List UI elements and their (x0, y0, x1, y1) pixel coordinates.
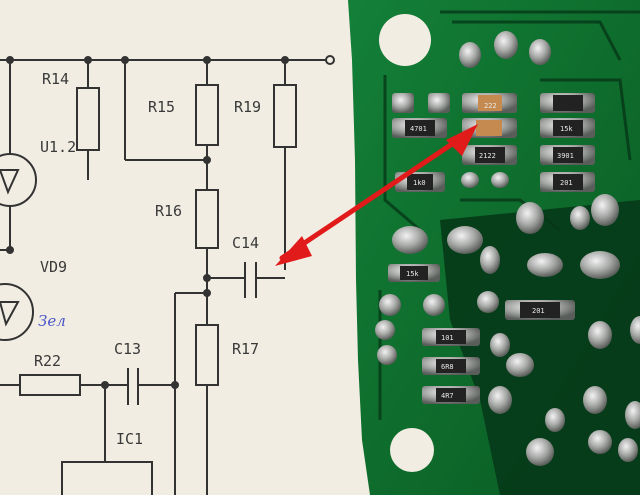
smd-code: 4701 (410, 125, 427, 133)
label-r17: R17 (232, 340, 259, 358)
schematic-labels: R14 R15 R19 U1.2 R16 C14 VD9 Зел R17 C13… (34, 70, 261, 448)
label-vd9: VD9 (40, 258, 67, 276)
label-r19: R19 (234, 98, 261, 116)
smd-code: 201 (532, 307, 545, 315)
label-ic1: IC1 (116, 430, 143, 448)
handwritten-note: Зел (38, 312, 66, 330)
schematic-paper (0, 55, 335, 495)
diode-glyphs (0, 169, 20, 327)
label-c14: C14 (232, 234, 259, 252)
label-r14: R14 (42, 70, 69, 88)
smd-code: 1k0 (413, 179, 426, 187)
smd-code: 201 (560, 179, 573, 187)
label-u1: U1.2 (40, 138, 76, 156)
mount-hole-bottom (390, 428, 434, 472)
label-r16: R16 (155, 202, 182, 220)
label-r15: R15 (148, 98, 175, 116)
label-r22: R22 (34, 352, 61, 370)
smd-code: 101 (441, 334, 454, 342)
smd-code: 2122 (479, 152, 496, 160)
smd-code: 4R7 (441, 392, 454, 400)
red-double-arrow (275, 124, 478, 266)
smd-code: 3901 (557, 152, 574, 160)
smd-components: 4701 15k 2122 3901 1k0 201 15k 201 101 6… (388, 93, 595, 404)
smd-code: 222 (484, 102, 497, 110)
smd-code: 15k (560, 125, 573, 133)
mount-hole-top (379, 14, 431, 66)
label-c13: C13 (114, 340, 141, 358)
solder-joints (375, 31, 640, 466)
smd-code: 15k (406, 270, 419, 278)
smd-code: 6R8 (441, 363, 454, 371)
